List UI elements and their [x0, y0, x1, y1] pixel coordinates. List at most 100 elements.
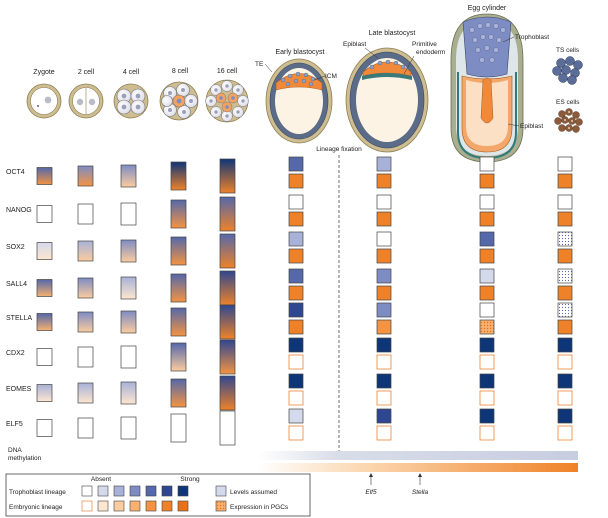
expr-eomes-trophoblast-2 [479, 373, 495, 389]
expr-stella-trophoblast-0 [288, 302, 304, 318]
gene-label-sall4: SALL4 [6, 281, 27, 288]
legend-trophoblast-swatch-3 [129, 485, 141, 497]
two-cell-illustration [68, 83, 104, 119]
expr-eomes-embryonic-1 [376, 390, 392, 406]
gene-label-nanog: NANOG [6, 207, 32, 214]
expr-nanog-early-3 [170, 199, 187, 229]
label-te: TE [255, 61, 264, 68]
label-ts-cells: TS cells [556, 47, 580, 54]
expr-cdx2-trophoblast-0 [288, 337, 304, 353]
legend-levels-assumed-label: Levels assumed [230, 489, 277, 496]
label-primitive-endoderm-1: Primitive [412, 41, 437, 48]
stage-label-16-cell: 16 cell [217, 68, 238, 75]
expr-nanog-embryonic-2 [479, 211, 495, 227]
expr-oct4-embryonic-3 [557, 173, 573, 189]
four-cell-illustration [113, 83, 149, 119]
late-blastocyst-illustration [345, 47, 429, 153]
expr-cdx2-early-0 [36, 348, 53, 366]
structure-labels: TE ICM Epiblast Primitive endoderm Troph… [255, 34, 580, 455]
expr-stella-trophoblast-3 [557, 302, 573, 318]
expr-elf5-embryonic-3 [557, 425, 573, 441]
expr-elf5-trophoblast-2 [479, 408, 495, 424]
expr-elf5-trophoblast-0 [288, 408, 304, 424]
expr-oct4-early-3 [170, 161, 187, 191]
label-es-cells: ES cells [556, 99, 580, 106]
early-blastocyst-illustration [265, 58, 333, 144]
legend-trophoblast-swatch-6 [177, 485, 189, 497]
zygote-illustration [26, 83, 62, 119]
expr-stella-early-3 [170, 307, 187, 337]
legend-expression-pgcs-label: Expression in PGCs [230, 504, 289, 511]
expr-cdx2-embryonic-0 [288, 354, 304, 370]
expr-sall4-embryonic-2 [479, 285, 495, 301]
expr-sall4-trophoblast-1 [376, 268, 392, 284]
expr-sall4-trophoblast-0 [288, 268, 304, 284]
expr-sox2-early-0 [36, 242, 53, 260]
expr-eomes-early-2 [120, 381, 137, 405]
methylation-label-line2: methylation [8, 455, 42, 462]
legend-trophoblast-swatch-4 [145, 485, 157, 497]
expr-stella-early-1 [77, 311, 94, 333]
sixteen-cell-illustration [205, 79, 249, 123]
expr-eomes-early-3 [170, 378, 187, 408]
expr-oct4-early-2 [120, 164, 137, 188]
legend-embryonic-swatch-6 [177, 500, 189, 512]
expr-cdx2-embryonic-1 [376, 354, 392, 370]
expr-sox2-early-4 [219, 233, 236, 269]
methylation-embryonic-bar [258, 463, 578, 472]
expr-stella-trophoblast-2 [479, 302, 495, 318]
expr-sall4-early-1 [77, 277, 94, 299]
expr-sox2-trophoblast-1 [376, 231, 392, 247]
legend-embryonic-swatch-3 [129, 500, 141, 512]
expr-sox2-early-3 [170, 236, 187, 266]
legend-box [5, 473, 311, 517]
legend-absent-label: Absent [91, 476, 111, 483]
legend-trophoblast-label: Trophoblast lineage [9, 489, 66, 496]
expr-eomes-early-4 [219, 375, 236, 411]
label-epiblast-egg-cylinder: Epiblast [520, 123, 543, 130]
expr-stella-embryonic-2 [479, 319, 495, 335]
expr-eomes-early-0 [36, 384, 53, 402]
legend-embryonic-swatch-4 [145, 500, 157, 512]
methylation-marker-elf5: Elf5 [365, 489, 377, 496]
es-cells-illustration [554, 108, 583, 133]
gene-label-sox2: SOX2 [6, 244, 25, 251]
expr-elf5-early-1 [77, 417, 94, 439]
expr-elf5-early-2 [120, 416, 137, 440]
lineage-fixation-label: Lineage fixation [316, 146, 362, 153]
expr-elf5-early-0 [36, 419, 53, 437]
expr-nanog-trophoblast-3 [557, 194, 573, 210]
expr-eomes-trophoblast-1 [376, 373, 392, 389]
expr-oct4-early-4 [219, 158, 236, 194]
expr-eomes-trophoblast-0 [288, 373, 304, 389]
gene-label-stella: STELLA [6, 315, 32, 322]
legend-trophoblast-swatch-0 [81, 485, 93, 497]
expr-nanog-early-2 [120, 202, 137, 226]
expr-cdx2-embryonic-3 [557, 354, 573, 370]
stage-label-early-blastocyst: Early blastocyst [275, 49, 324, 56]
gene-label-elf5: ELF5 [6, 421, 23, 428]
stage-labels: Zygote 2 cell 4 cell 8 cell 16 cell Earl… [33, 5, 507, 76]
expr-eomes-trophoblast-3 [557, 373, 573, 389]
expr-oct4-embryonic-1 [376, 173, 392, 189]
expr-sall4-early-0 [36, 279, 53, 297]
expr-sall4-embryonic-0 [288, 285, 304, 301]
legend-embryonic-swatch-1 [97, 500, 109, 512]
label-epiblast: Epiblast [343, 41, 366, 48]
legend-swatches [81, 485, 189, 512]
expr-cdx2-embryonic-2 [479, 354, 495, 370]
expr-eomes-embryonic-2 [479, 390, 495, 406]
expr-nanog-early-4 [219, 196, 236, 232]
expr-oct4-trophoblast-0 [288, 156, 304, 172]
legend-trophoblast-swatch-5 [161, 485, 173, 497]
gene-label-oct4: OCT4 [6, 169, 25, 176]
label-trophoblast: Trophoblast [515, 34, 549, 41]
expression-grid [36, 156, 573, 446]
legend-embryonic-swatch-2 [113, 500, 125, 512]
expr-elf5-early-3 [170, 413, 187, 443]
expr-oct4-embryonic-0 [288, 173, 304, 189]
expr-elf5-trophoblast-3 [557, 408, 573, 424]
expr-nanog-embryonic-3 [557, 211, 573, 227]
expr-sox2-embryonic-3 [557, 248, 573, 264]
